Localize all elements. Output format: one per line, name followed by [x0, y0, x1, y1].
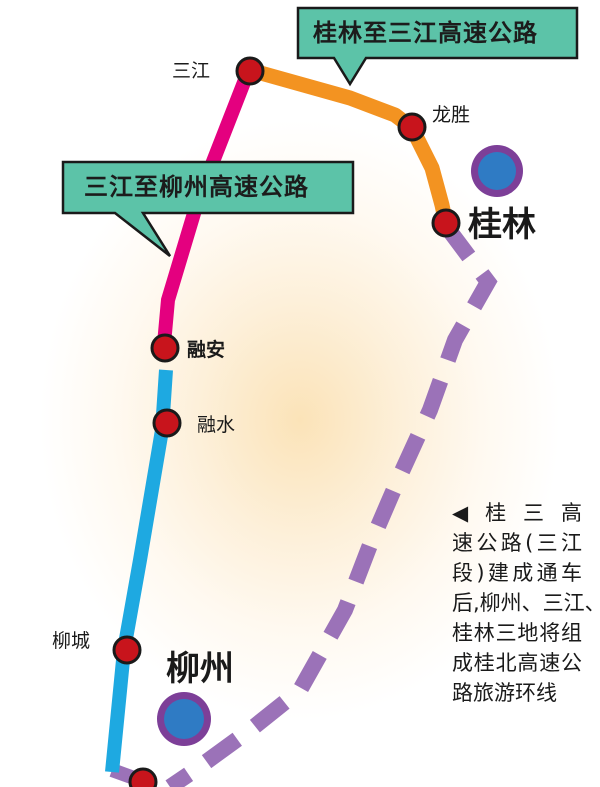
station-rongshui-icon	[152, 408, 182, 438]
label-rongshui: 融水	[197, 414, 236, 436]
note-line: 速公路(三江	[452, 531, 582, 555]
callout-guilin-sanjiang	[296, 6, 579, 87]
label-sanjiang: 三江	[172, 60, 211, 82]
sanjiang-liuzhou-route	[157, 69, 255, 345]
note-line: 成桂北高速公	[452, 651, 582, 675]
station-longsheng-icon	[397, 112, 427, 142]
callout-label-sanjiang-liuzhou: 三江至柳州高速公路	[84, 173, 309, 201]
note-line: 桂林三地将组	[452, 621, 582, 645]
station-sanjiang-icon	[235, 56, 265, 86]
label-rongan: 融安	[187, 339, 226, 361]
tourism-loop-note: ◀桂三高 速公路(三江 段)建成通车 后,柳州、三江、 桂林三地将组 成桂北高速…	[452, 498, 600, 708]
label-guilin: 桂林	[468, 205, 536, 245]
callout-sanjiang-liuzhou	[61, 160, 355, 257]
note-line: 路旅游环线	[452, 681, 557, 705]
station-guilin-icon	[431, 208, 461, 238]
guilin-city-icon	[471, 145, 523, 197]
liuzhou-city-icon	[157, 692, 211, 746]
callout-label-guilin-sanjiang: 桂林至三江高速公路	[313, 19, 538, 47]
label-longsheng: 龙胜	[432, 104, 471, 126]
note-line: 后,柳州、三江、	[452, 591, 600, 615]
station-liucheng-icon	[112, 635, 142, 665]
note-line: ◀桂三高	[452, 501, 582, 525]
station-rongan-icon	[150, 333, 180, 363]
tourism-loop-dashed-route	[165, 221, 498, 787]
note-line: 段)建成通车	[452, 561, 582, 585]
label-liuzhou: 柳州	[166, 649, 234, 689]
station-liuzhou-south-icon	[128, 767, 158, 787]
label-liucheng: 柳城	[52, 630, 91, 652]
